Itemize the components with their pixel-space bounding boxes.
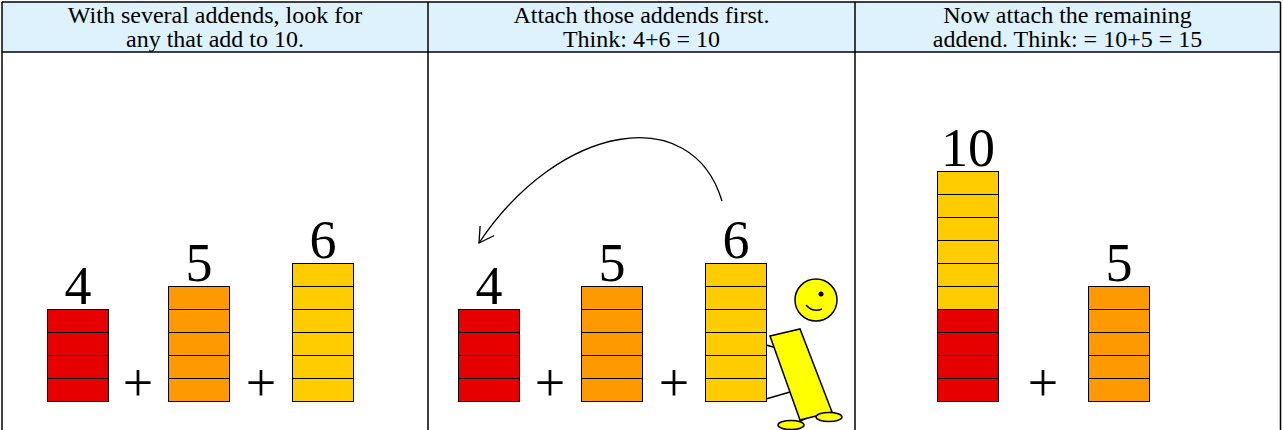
unit-blocks bbox=[458, 309, 520, 402]
unit-block bbox=[459, 333, 520, 356]
unit-block bbox=[459, 310, 520, 333]
unit-block bbox=[169, 356, 230, 379]
figure-foot bbox=[778, 421, 804, 430]
block-bar: 5 bbox=[168, 236, 230, 402]
block-bar: 6 bbox=[292, 213, 354, 402]
unit-block bbox=[938, 356, 999, 379]
unit-blocks bbox=[705, 263, 767, 402]
unit-block bbox=[706, 287, 767, 310]
plus-sign: + bbox=[246, 356, 276, 410]
unit-blocks bbox=[937, 171, 999, 402]
unit-block bbox=[1089, 287, 1150, 310]
unit-block bbox=[938, 241, 999, 264]
unit-block bbox=[293, 310, 354, 333]
block-stack: 10 bbox=[937, 121, 999, 402]
unit-block bbox=[582, 333, 643, 356]
addend-number: 4 bbox=[47, 259, 109, 313]
plus-sign: + bbox=[659, 356, 689, 410]
block-bar: 6 bbox=[705, 213, 767, 402]
unit-block bbox=[169, 333, 230, 356]
unit-block bbox=[706, 333, 767, 356]
unit-block bbox=[169, 379, 230, 402]
unit-block bbox=[293, 379, 354, 402]
addend-number: 5 bbox=[168, 236, 230, 290]
block-bar: 4 bbox=[458, 259, 520, 402]
unit-block bbox=[938, 333, 999, 356]
unit-blocks bbox=[168, 286, 230, 402]
header-cell: With several addends, look for any that … bbox=[2, 2, 428, 52]
unit-block bbox=[938, 310, 999, 333]
unit-block bbox=[1089, 333, 1150, 356]
plus-sign: + bbox=[535, 356, 565, 410]
addend-number: 10 bbox=[937, 121, 999, 175]
unit-block bbox=[582, 310, 643, 333]
unit-block bbox=[582, 287, 643, 310]
unit-block bbox=[582, 356, 643, 379]
unit-block bbox=[293, 287, 354, 310]
unit-block bbox=[1089, 356, 1150, 379]
figure-body bbox=[770, 329, 832, 420]
unit-block bbox=[1089, 310, 1150, 333]
addend-number: 5 bbox=[1088, 236, 1150, 290]
figure-smile bbox=[806, 305, 822, 310]
unit-block bbox=[48, 310, 109, 333]
unit-block bbox=[706, 310, 767, 333]
header-text: Attach those addends first. Think: 4+6 =… bbox=[497, 3, 787, 51]
unit-block bbox=[938, 287, 999, 310]
header-text: Now attach the remaining addend. Think: … bbox=[918, 3, 1218, 51]
unit-block bbox=[938, 379, 999, 402]
unit-blocks bbox=[1088, 286, 1150, 402]
plus-sign: + bbox=[1028, 356, 1058, 410]
unit-block bbox=[293, 333, 354, 356]
unit-blocks bbox=[581, 286, 643, 402]
unit-block bbox=[459, 379, 520, 402]
unit-blocks bbox=[47, 309, 109, 402]
header-text: With several addends, look for any that … bbox=[58, 3, 373, 51]
connector-line bbox=[479, 138, 722, 243]
unit-block bbox=[938, 172, 999, 195]
header-cell: Attach those addends first. Think: 4+6 =… bbox=[428, 2, 855, 52]
block-bar: 4 bbox=[47, 259, 109, 402]
unit-block bbox=[706, 264, 767, 287]
plus-sign: + bbox=[123, 356, 153, 410]
unit-block bbox=[48, 333, 109, 356]
addend-number: 4 bbox=[458, 259, 520, 313]
figure-head bbox=[795, 279, 837, 321]
unit-block bbox=[48, 379, 109, 402]
block-bar: 5 bbox=[581, 236, 643, 402]
arrow-head bbox=[479, 226, 494, 243]
unit-block bbox=[938, 264, 999, 287]
unit-block bbox=[706, 356, 767, 379]
unit-block bbox=[48, 356, 109, 379]
unit-block bbox=[938, 218, 999, 241]
connector-arrow bbox=[479, 138, 722, 243]
addend-number: 6 bbox=[292, 213, 354, 267]
unit-block bbox=[293, 356, 354, 379]
unit-block bbox=[169, 310, 230, 333]
unit-block bbox=[459, 356, 520, 379]
addend-number: 6 bbox=[705, 213, 767, 267]
header-cell: Now attach the remaining addend. Think: … bbox=[855, 2, 1280, 52]
addend-number: 5 bbox=[581, 236, 643, 290]
unit-block bbox=[706, 379, 767, 402]
unit-block bbox=[582, 379, 643, 402]
unit-block bbox=[1089, 379, 1150, 402]
unit-block bbox=[293, 264, 354, 287]
unit-blocks bbox=[292, 263, 354, 402]
figure-foot bbox=[816, 413, 842, 422]
unit-block bbox=[938, 195, 999, 218]
block-bar: 5 bbox=[1088, 236, 1150, 402]
header-band bbox=[2, 2, 1280, 52]
unit-block bbox=[169, 287, 230, 310]
figure-eye bbox=[819, 292, 824, 297]
